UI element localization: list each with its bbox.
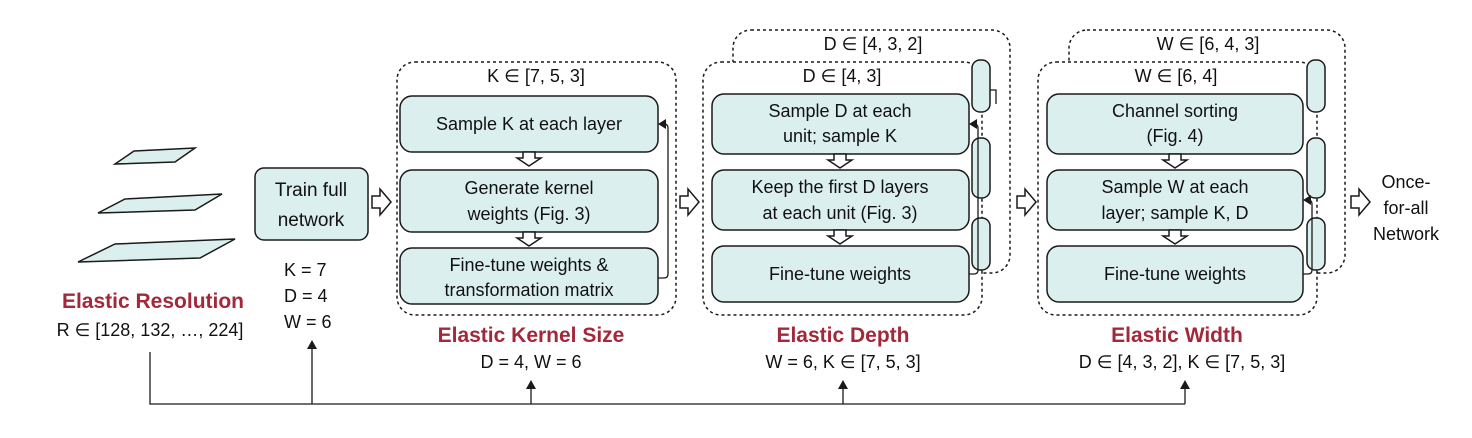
kernel-loop-arrowhead [658, 119, 666, 129]
depth-loop-arrowhead [969, 119, 977, 129]
kernel-header: K ∈ [7, 5, 3] [487, 66, 585, 86]
width-down-arrow-2 [1160, 229, 1190, 245]
width-loop-arrowhead [1303, 195, 1311, 205]
resolution-range: R ∈ [128, 132, …, 224] [57, 320, 244, 340]
plane-medium [97, 193, 223, 214]
width-back-sliver-3 [1306, 217, 1326, 271]
kernel-box-generate-line2: weights (Fig. 3) [466, 204, 590, 224]
kernel-stage-subtitle: D = 4, W = 6 [480, 352, 581, 372]
train-full-line1: Train full [275, 180, 347, 201]
depth-down-arrow-1 [825, 153, 855, 169]
width-stage-subtitle: D ∈ [4, 3, 2], K ∈ [7, 5, 3] [1079, 352, 1285, 372]
plane-small [112, 147, 198, 165]
depth-box-keep-line1: Keep the first D layers [751, 177, 928, 197]
depth-box-finetune-label: Fine-tune weights [769, 264, 911, 284]
depth-stage-title: Elastic Depth [776, 324, 909, 347]
resolution-planes [77, 147, 236, 263]
kernel-stage-title: Elastic Kernel Size [438, 324, 625, 347]
depth-header-back: D ∈ [4, 3, 2] [824, 34, 923, 54]
width-header-back: W ∈ [6, 4, 3] [1157, 34, 1260, 54]
train-full-network-box [254, 167, 369, 241]
width-header: W ∈ [6, 4] [1135, 66, 1218, 86]
depth-back-sliver-1 [971, 59, 991, 113]
train-full-w: W = 6 [284, 312, 332, 332]
train-full-line2: network [278, 210, 345, 231]
width-box-sort-line2: (Fig. 4) [1146, 126, 1203, 146]
plane-large [77, 238, 236, 263]
kernel-box-finetune-line2: transformation matrix [444, 280, 613, 300]
depth-back-sliver-2 [971, 137, 991, 199]
feedback-up-train-head [307, 340, 317, 349]
width-box-sort-line1: Channel sorting [1112, 101, 1238, 121]
width-back-sliver-1 [1306, 59, 1326, 113]
depth-header: D ∈ [4, 3] [803, 66, 882, 86]
kernel-box-sample-label: Sample K at each layer [436, 114, 622, 134]
train-full-k: K = 7 [284, 260, 327, 280]
width-back-sliver-2 [1306, 137, 1326, 199]
depth-back-sliver-3 [971, 217, 991, 271]
kernel-box-generate-line1: Generate kernel [464, 178, 593, 198]
output-line1: Once- [1381, 172, 1430, 192]
depth-back-loop [990, 89, 997, 104]
depth-box-sample-line1: Sample D at each [768, 101, 911, 121]
kernel-box-finetune-line1: Fine-tune weights & [449, 255, 608, 275]
arrow-kernel-to-depth [679, 186, 700, 218]
train-full-d: D = 4 [284, 286, 328, 306]
width-box-sample-line2: layer; sample K, D [1101, 203, 1248, 223]
kernel-down-arrow-1 [514, 151, 544, 167]
kernel-box-finetune [399, 247, 659, 305]
feedback-up-kernel-head [526, 380, 536, 389]
feedback-up-width-head [1180, 380, 1190, 389]
depth-box-keep-line2: at each unit (Fig. 3) [762, 203, 917, 223]
arrow-train-to-kernel [371, 186, 392, 218]
feedback-up-depth-head [838, 380, 848, 389]
width-box-sample-line1: Sample W at each [1101, 177, 1248, 197]
output-line3: Network [1373, 224, 1440, 244]
kernel-down-arrow-2 [514, 231, 544, 247]
bottom-feedback-line [149, 352, 1185, 405]
depth-stage-subtitle: W = 6, K ∈ [7, 5, 3] [765, 352, 920, 372]
elastic-resolution-title: Elastic Resolution [62, 290, 244, 313]
arrow-depth-to-width [1016, 186, 1037, 218]
depth-down-arrow-2 [825, 229, 855, 245]
width-stage-title: Elastic Width [1111, 324, 1243, 347]
width-box-finetune-label: Fine-tune weights [1104, 264, 1246, 284]
output-line2: for-all [1383, 198, 1428, 218]
depth-box-sample-line2: unit; sample K [783, 126, 897, 146]
width-down-arrow-1 [1160, 153, 1190, 169]
arrow-width-to-output [1350, 186, 1371, 218]
